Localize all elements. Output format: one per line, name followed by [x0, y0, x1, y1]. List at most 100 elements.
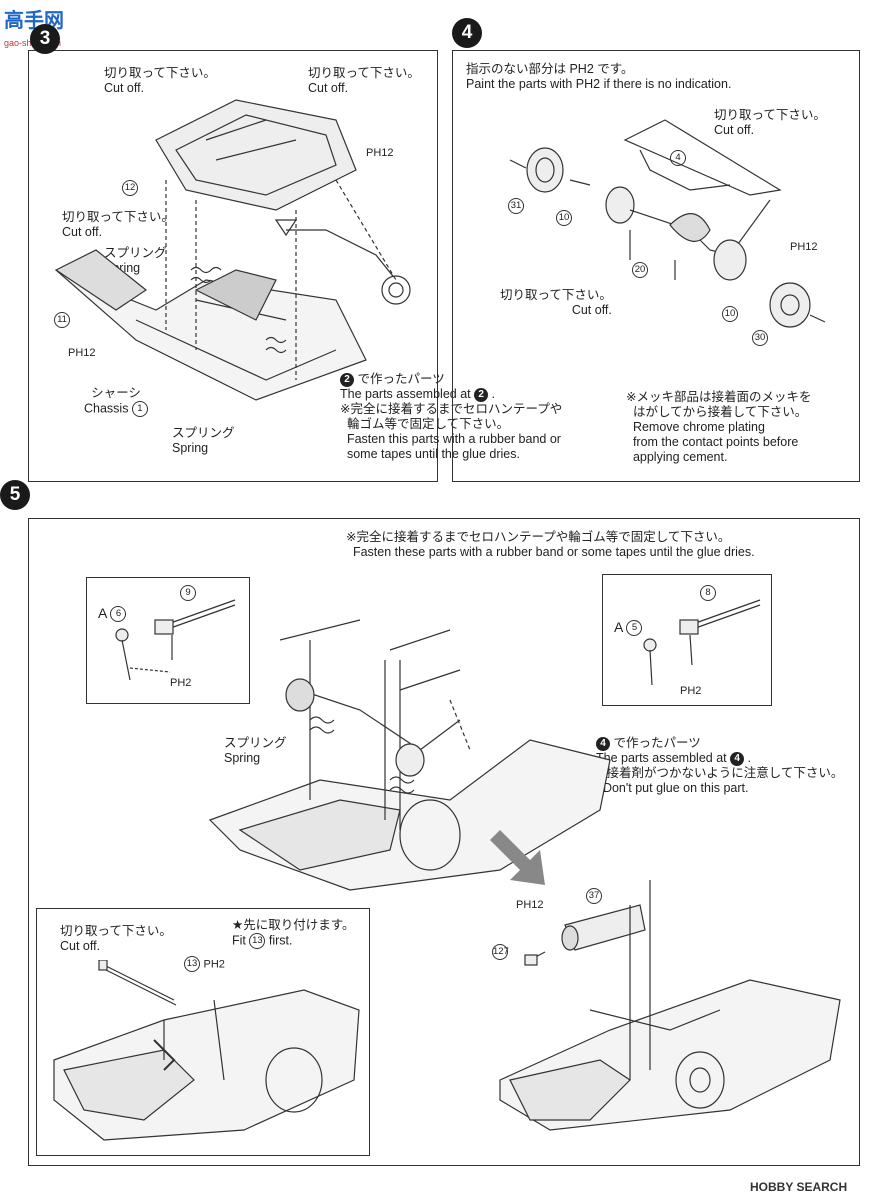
step3-spring-b: スプリング Spring	[172, 426, 235, 456]
spring-jp: スプリング	[172, 426, 235, 440]
step3-part-12: 12	[122, 180, 138, 196]
step5-sub-illustration	[53, 960, 360, 1141]
instruction-en: Paint the parts with PH2 if there is no …	[466, 77, 732, 91]
fasten-jp: ※完全に接着するまでセロハンテープや輪ゴム等で固定して下さい。	[346, 530, 731, 544]
part-number: 30	[752, 330, 768, 346]
step4-part-30: 30	[752, 330, 768, 346]
paint-code: PH12	[366, 147, 394, 159]
step4-paint-code: PH12	[790, 240, 818, 255]
cutoff-jp: 切り取って下さい。	[62, 210, 174, 224]
step4-part-4: 4	[670, 150, 686, 166]
part-number: 20	[632, 262, 648, 278]
step3-note: 2 で作ったパーツ The parts assembled at 2 . ※完全…	[340, 372, 563, 461]
part-number: 8	[700, 585, 716, 601]
note-jp: ※メッキ部品は接着面のメッキを	[626, 390, 812, 404]
step5-ref-note: 4 で作ったパーツ The parts assembled at 4 . ※接着…	[596, 736, 844, 795]
step5-left-label: A 6	[98, 605, 127, 623]
step5-sub-cutoff: 切り取って下さい。 Cut off.	[60, 924, 172, 954]
step5-left-arm-drawing	[115, 599, 236, 681]
paint-code: PH12	[68, 347, 96, 359]
ref-jp: で作ったパーツ	[613, 736, 701, 750]
step5-sub-detail-box	[36, 908, 370, 1156]
assembly-letter: A	[98, 605, 107, 621]
cutoff-en: Cut off.	[104, 81, 145, 95]
step-ref-badge: 4	[596, 736, 610, 751]
step3-part-11: 11	[54, 312, 70, 328]
part-number: 1	[131, 401, 148, 417]
step3-paint-code-b: PH12	[68, 346, 96, 361]
fasten-en: Fasten these parts with a rubber band or…	[352, 545, 755, 559]
paint-code: PH2	[170, 677, 192, 689]
part-number: 10	[556, 210, 572, 226]
step3-chassis-illustration	[54, 99, 411, 401]
paint-code: PH2	[203, 958, 225, 971]
step5-right-paint: PH2	[680, 684, 701, 699]
chassis-en: Chassis	[84, 401, 129, 416]
cutoff-jp: 切り取って下さい。	[308, 66, 420, 80]
footer-brand: HOBBY SEARCH	[750, 1180, 847, 1195]
step5-left-arm: 9	[180, 585, 196, 601]
cutoff-en: Cut off.	[571, 303, 612, 317]
step4-cutoff-b: 切り取って下さい。 Cut off.	[500, 288, 612, 318]
first-jp: ★先に取り付けます。	[232, 918, 355, 932]
step4-number-badge: 4	[452, 18, 482, 48]
part-number: 31	[508, 198, 524, 214]
cutoff-en: Cut off.	[62, 225, 103, 239]
assembly-letter: A	[614, 619, 623, 635]
first-en: first.	[268, 933, 293, 948]
step5-tip-part: 127	[492, 944, 509, 960]
step5-main-chassis-illustration	[208, 619, 611, 891]
step-ref-badge: 4	[730, 751, 745, 766]
note-en: applying cement.	[632, 450, 728, 464]
part-number: 10	[722, 306, 738, 322]
cutoff-jp: 切り取って下さい。	[60, 924, 172, 938]
step5-sub-first: ★先に取り付けます。 Fit 13 first.	[232, 918, 354, 949]
spring-en: Spring	[172, 441, 209, 455]
step3-panel	[28, 50, 438, 482]
step5-left-paint: PH2	[170, 676, 191, 691]
step4-note: ※メッキ部品は接着面のメッキを はがしてから接着して下さい。 Remove ch…	[626, 390, 811, 465]
step4-part-10b: 10	[722, 306, 738, 322]
step3-chassis-label: シャーシ Chassis 1	[84, 386, 148, 417]
step5-right-arm-drawing	[643, 599, 761, 686]
step3-cutoff-c: 切り取って下さい。 Cut off.	[62, 210, 174, 240]
step4-part-31: 31	[508, 198, 524, 214]
cutoff-en: Cut off.	[714, 123, 755, 137]
cutoff-en: Cut off.	[308, 81, 349, 95]
step4-instruction: 指示のない部分は PH2 です。 Paint the parts with PH…	[466, 62, 731, 92]
step3-cutoff-a: 切り取って下さい。 Cut off.	[104, 66, 216, 96]
cutoff-jp: 切り取って下さい。	[714, 108, 826, 122]
part-number: 37	[586, 888, 602, 904]
step5-muffler-part: 37	[586, 888, 602, 904]
step5-spring-label: スプリング Spring	[224, 736, 287, 766]
noglue-jp: ※接着剤がつかないように注意して下さい。	[596, 766, 844, 780]
step5-number-badge: 5	[0, 480, 30, 510]
step3-number-badge: 3	[30, 24, 60, 54]
chassis-jp: シャーシ	[91, 386, 141, 400]
part-number: 9	[180, 585, 196, 601]
step5-right-detail-box	[602, 574, 772, 706]
cutoff-jp: 切り取って下さい。	[104, 66, 216, 80]
part-number: 5	[626, 620, 643, 637]
step5-left-detail-box	[86, 577, 250, 704]
step5-fasten-note: ※完全に接着するまでセロハンテープや輪ゴム等で固定して下さい。 Fasten t…	[346, 530, 755, 560]
note-en: from the contact points before	[632, 435, 799, 449]
spring-jp: スプリング	[104, 246, 167, 260]
cutoff-en: Cut off.	[60, 939, 101, 953]
note-en: Remove chrome plating	[632, 420, 765, 434]
step-ref-badge: 2	[340, 372, 354, 387]
part-number: 11	[54, 312, 70, 328]
step4-part-10a: 10	[556, 210, 572, 226]
step3-cutoff-b: 切り取って下さい。 Cut off.	[308, 66, 420, 96]
step5-right-label: A 5	[614, 619, 643, 637]
noglue-en: Don't put glue on this part.	[602, 781, 749, 795]
paint-code: PH12	[790, 241, 818, 253]
ref-en: The parts assembled at	[596, 751, 727, 765]
note-jp: で作ったパーツ	[357, 372, 445, 386]
note-en: some tapes until the glue dries.	[346, 447, 520, 461]
part-number: 13	[249, 933, 266, 949]
step5-muffler-paint: PH12	[516, 898, 544, 913]
part-number: 13	[184, 956, 200, 972]
part-number: 6	[110, 606, 127, 623]
paint-code: PH12	[516, 899, 544, 911]
